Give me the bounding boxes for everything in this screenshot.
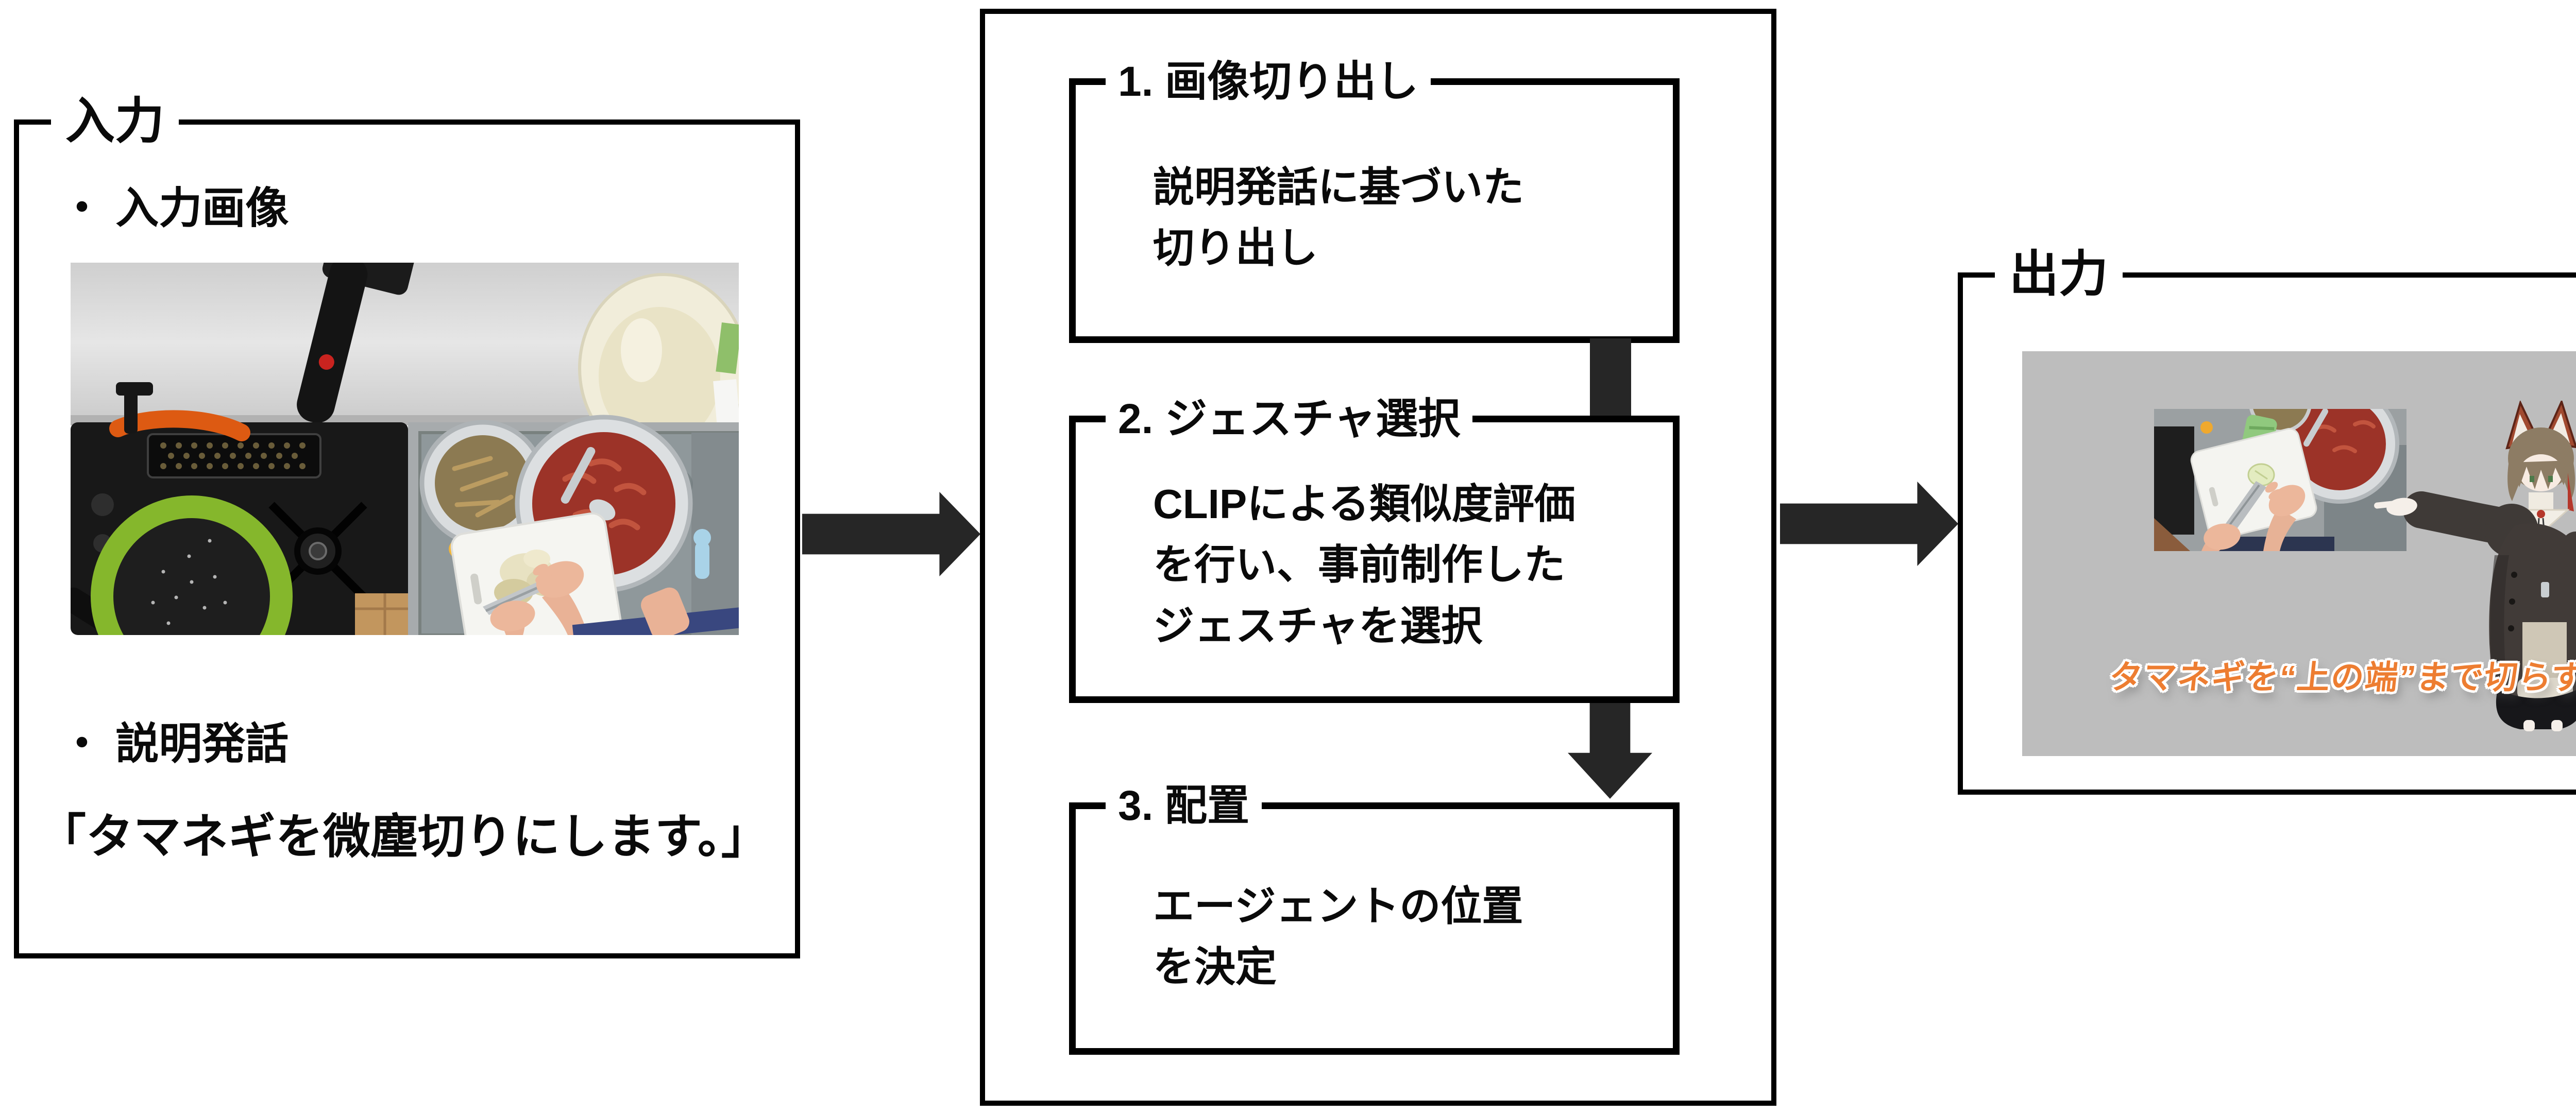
step3-body: エージェントの位置 を決定	[1153, 876, 1523, 998]
agent-character	[2374, 401, 2576, 731]
step2-line1: CLIPによる類似度評価	[1153, 481, 1575, 527]
step2-line3: ジェスチャを選択	[1153, 603, 1483, 649]
pipeline-box: 1. 画像切り出し 説明発話に基づいた 切り出し 2. ジェスチャ選択 CLIP…	[980, 9, 1776, 1106]
connector-bar	[1590, 338, 1631, 421]
output-cropped-photo	[2154, 409, 2406, 551]
egg-yolk	[2200, 421, 2213, 434]
red-tassel	[2568, 473, 2574, 511]
faucet-lever	[116, 382, 153, 434]
utterance-bullet: ・ 説明発話	[60, 719, 289, 768]
step1-line1: 説明発話に基づいた	[1153, 164, 1524, 210]
step1-title: 1. 画像切り出し	[1106, 59, 1431, 105]
input-box-label: 入力	[51, 95, 179, 148]
input-image-bullet: ・ 入力画像	[60, 184, 289, 232]
utterance-text: 「タマネギを微塵切りにします。」	[39, 811, 769, 863]
output-box-label: 出力	[1995, 248, 2123, 301]
output-box: 出力	[1958, 248, 2576, 795]
veggie-bowl	[419, 420, 546, 546]
frying-pan	[71, 495, 293, 635]
step1-line2: 切り出し	[1153, 225, 1318, 271]
input-box: 入力 ・ 入力画像	[14, 95, 800, 958]
step3-box: 3. 配置 エージェントの位置 を決定	[1069, 783, 1680, 1055]
meat-bowl	[515, 415, 693, 593]
blender-handle	[297, 263, 415, 423]
coat	[2489, 523, 2576, 700]
step2-title: 2. ジェスチャ選択	[1106, 396, 1473, 442]
step3-title: 3. 配置	[1106, 783, 1262, 829]
head	[2507, 427, 2575, 511]
input-kitchen-photo	[71, 263, 739, 635]
hands	[2201, 482, 2306, 551]
output-caption: タマネギを“上の端”まで切らずに	[2107, 659, 2576, 696]
blue-sleeve	[572, 587, 739, 635]
step1-body: 説明発話に基づいた 切り出し	[1153, 157, 1524, 279]
arrow-down-icon	[1568, 703, 1652, 799]
pants	[2496, 689, 2576, 731]
step3-line2: を決定	[1153, 944, 1277, 990]
step2-box: 2. ジェスチャ選択 CLIPによる類似度評価 を行い、事前制作した ジェスチャ…	[1069, 396, 1680, 703]
wood-floor	[2154, 518, 2190, 551]
step1-box: 1. 画像切り出し 説明発話に基づいた 切り出し	[1069, 59, 1680, 343]
arrow-right-icon	[802, 492, 980, 576]
step2-line2: を行い、事前制作した	[1153, 542, 1565, 588]
white-bowl	[578, 273, 739, 464]
hands	[490, 561, 588, 635]
blue-scraper	[693, 529, 711, 579]
output-render-panel: タマネギを“上の端”まで切らずに	[2022, 351, 2576, 756]
onion-half	[2247, 463, 2275, 487]
step3-line1: エージェントの位置	[1153, 883, 1523, 929]
arrow-right-icon	[1780, 482, 1958, 566]
step2-body: CLIPによる類似度評価 を行い、事前制作した ジェスチャを選択	[1153, 474, 1575, 657]
